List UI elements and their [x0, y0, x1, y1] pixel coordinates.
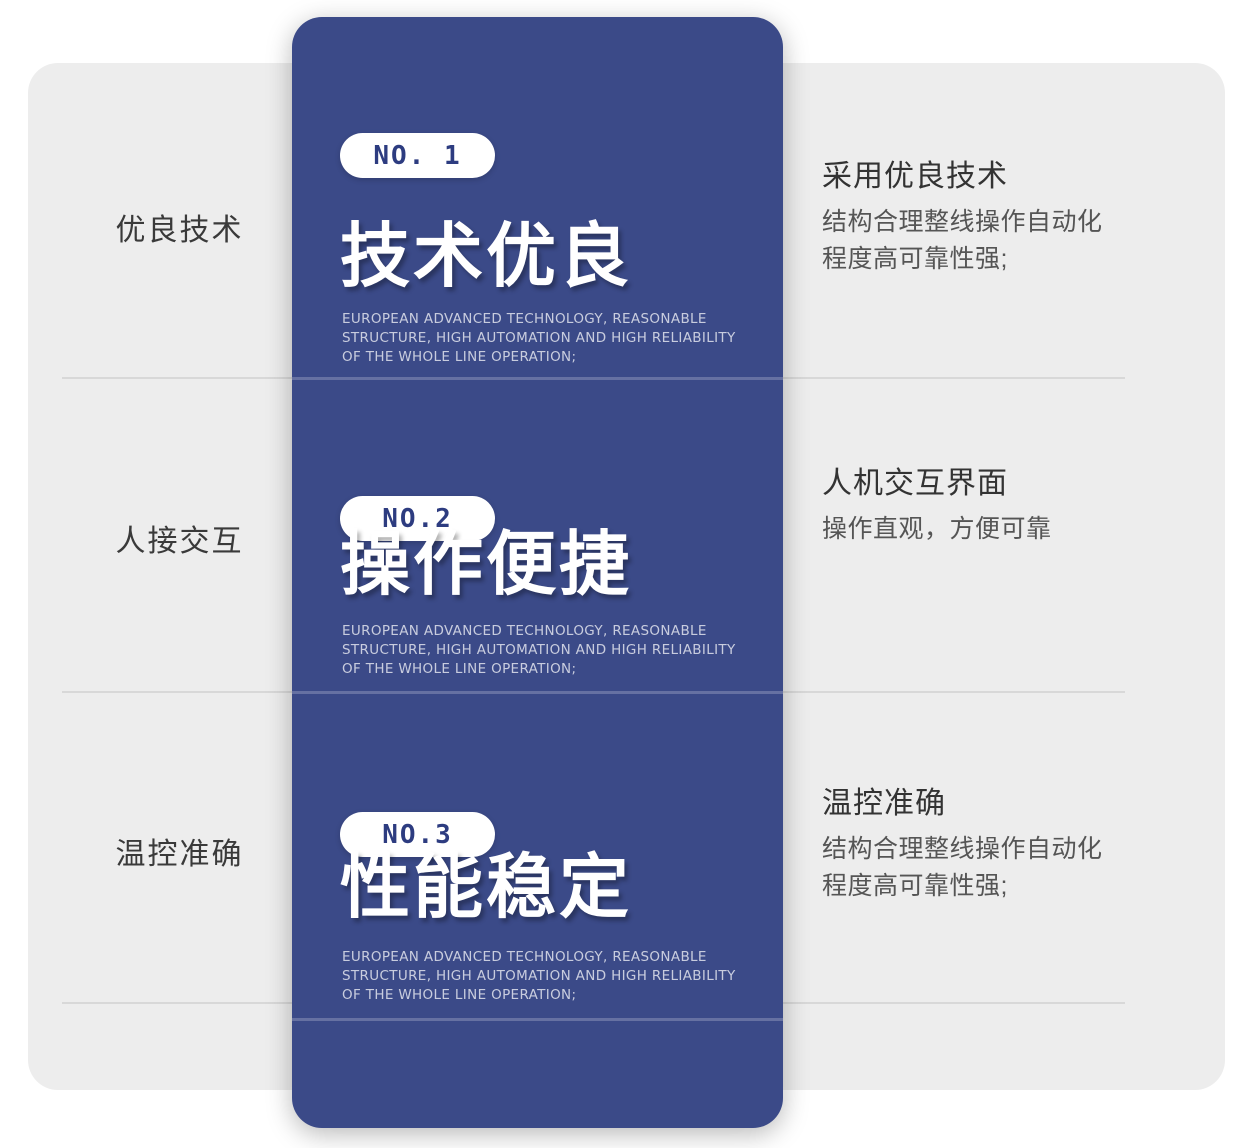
feature-block-1-subtitle-line-2: STRUCTURE, HIGH AUTOMATION AND HIGH RELI… — [342, 330, 736, 347]
feature-block-1-subtitle-line-1: EUROPEAN ADVANCED TECHNOLOGY, REASONABLE — [342, 311, 707, 327]
badge-no-3-label: NO.3 — [382, 819, 453, 850]
feature-block-3-subtitle-line-1: EUROPEAN ADVANCED TECHNOLOGY, REASONABLE — [342, 949, 707, 965]
card-seam-1 — [292, 377, 783, 380]
feature-block-2-subtitle-line-3: OF THE WHOLE LINE OPERATION; — [342, 661, 577, 678]
feature-card-column: NO. 1 技术优良 EUROPEAN ADVANCED TECHNOLOGY,… — [292, 17, 783, 1128]
right-description-3-line-2: 程度高可靠性强; — [822, 872, 1008, 900]
badge-no-2: NO.2 — [340, 496, 495, 541]
right-description-3: 温控准确 结构合理整线操作自动化 程度高可靠性强; — [822, 785, 1192, 906]
badge-no-1-label: NO. 1 — [373, 140, 462, 171]
feature-block-1-subtitle-line-3: OF THE WHOLE LINE OPERATION; — [342, 349, 577, 366]
right-description-2-line-1: 操作直观，方便可靠 — [822, 514, 1052, 543]
right-description-1-line-2: 程度高可靠性强; — [822, 245, 1008, 273]
card-seam-3 — [292, 1018, 783, 1021]
left-label-3: 温控准确 — [115, 838, 244, 871]
feature-block-3-subtitle: EUROPEAN ADVANCED TECHNOLOGY, REASONABLE… — [342, 948, 742, 1005]
feature-block-2-subtitle: EUROPEAN ADVANCED TECHNOLOGY, REASONABLE… — [342, 622, 742, 679]
card-seam-2 — [292, 691, 783, 694]
left-label-1: 优良技术 — [115, 214, 244, 247]
right-description-3-title: 温控准确 — [822, 787, 946, 820]
right-description-2: 人机交互界面 操作直观，方便可靠 — [822, 465, 1192, 548]
feature-block-3-heading: 性能稳定 — [340, 848, 632, 926]
right-description-1: 采用优良技术 结构合理整线操作自动化 程度高可靠性强; — [822, 158, 1192, 279]
left-label-2: 人接交互 — [115, 525, 244, 558]
badge-no-2-label: NO.2 — [382, 503, 453, 534]
feature-card-inner: NO. 1 技术优良 EUROPEAN ADVANCED TECHNOLOGY,… — [292, 17, 783, 1128]
feature-block-2-subtitle-line-1: EUROPEAN ADVANCED TECHNOLOGY, REASONABLE — [342, 623, 707, 639]
feature-block-3-subtitle-line-2: STRUCTURE, HIGH AUTOMATION AND HIGH RELI… — [342, 968, 736, 985]
badge-no-3: NO.3 — [340, 812, 495, 857]
right-description-2-title: 人机交互界面 — [822, 467, 1008, 500]
badge-no-1: NO. 1 — [340, 133, 495, 178]
right-description-1-title: 采用优良技术 — [822, 160, 1008, 193]
right-description-3-line-1: 结构合理整线操作自动化 — [822, 834, 1103, 863]
feature-block-1-heading: 技术优良 — [340, 217, 632, 295]
right-description-1-line-1: 结构合理整线操作自动化 — [822, 207, 1103, 236]
feature-block-2-heading: 操作便捷 — [340, 525, 632, 603]
feature-block-2-subtitle-line-2: STRUCTURE, HIGH AUTOMATION AND HIGH RELI… — [342, 642, 736, 659]
feature-block-1-subtitle: EUROPEAN ADVANCED TECHNOLOGY, REASONABLE… — [342, 310, 742, 367]
feature-block-3-subtitle-line-3: OF THE WHOLE LINE OPERATION; — [342, 987, 577, 1004]
